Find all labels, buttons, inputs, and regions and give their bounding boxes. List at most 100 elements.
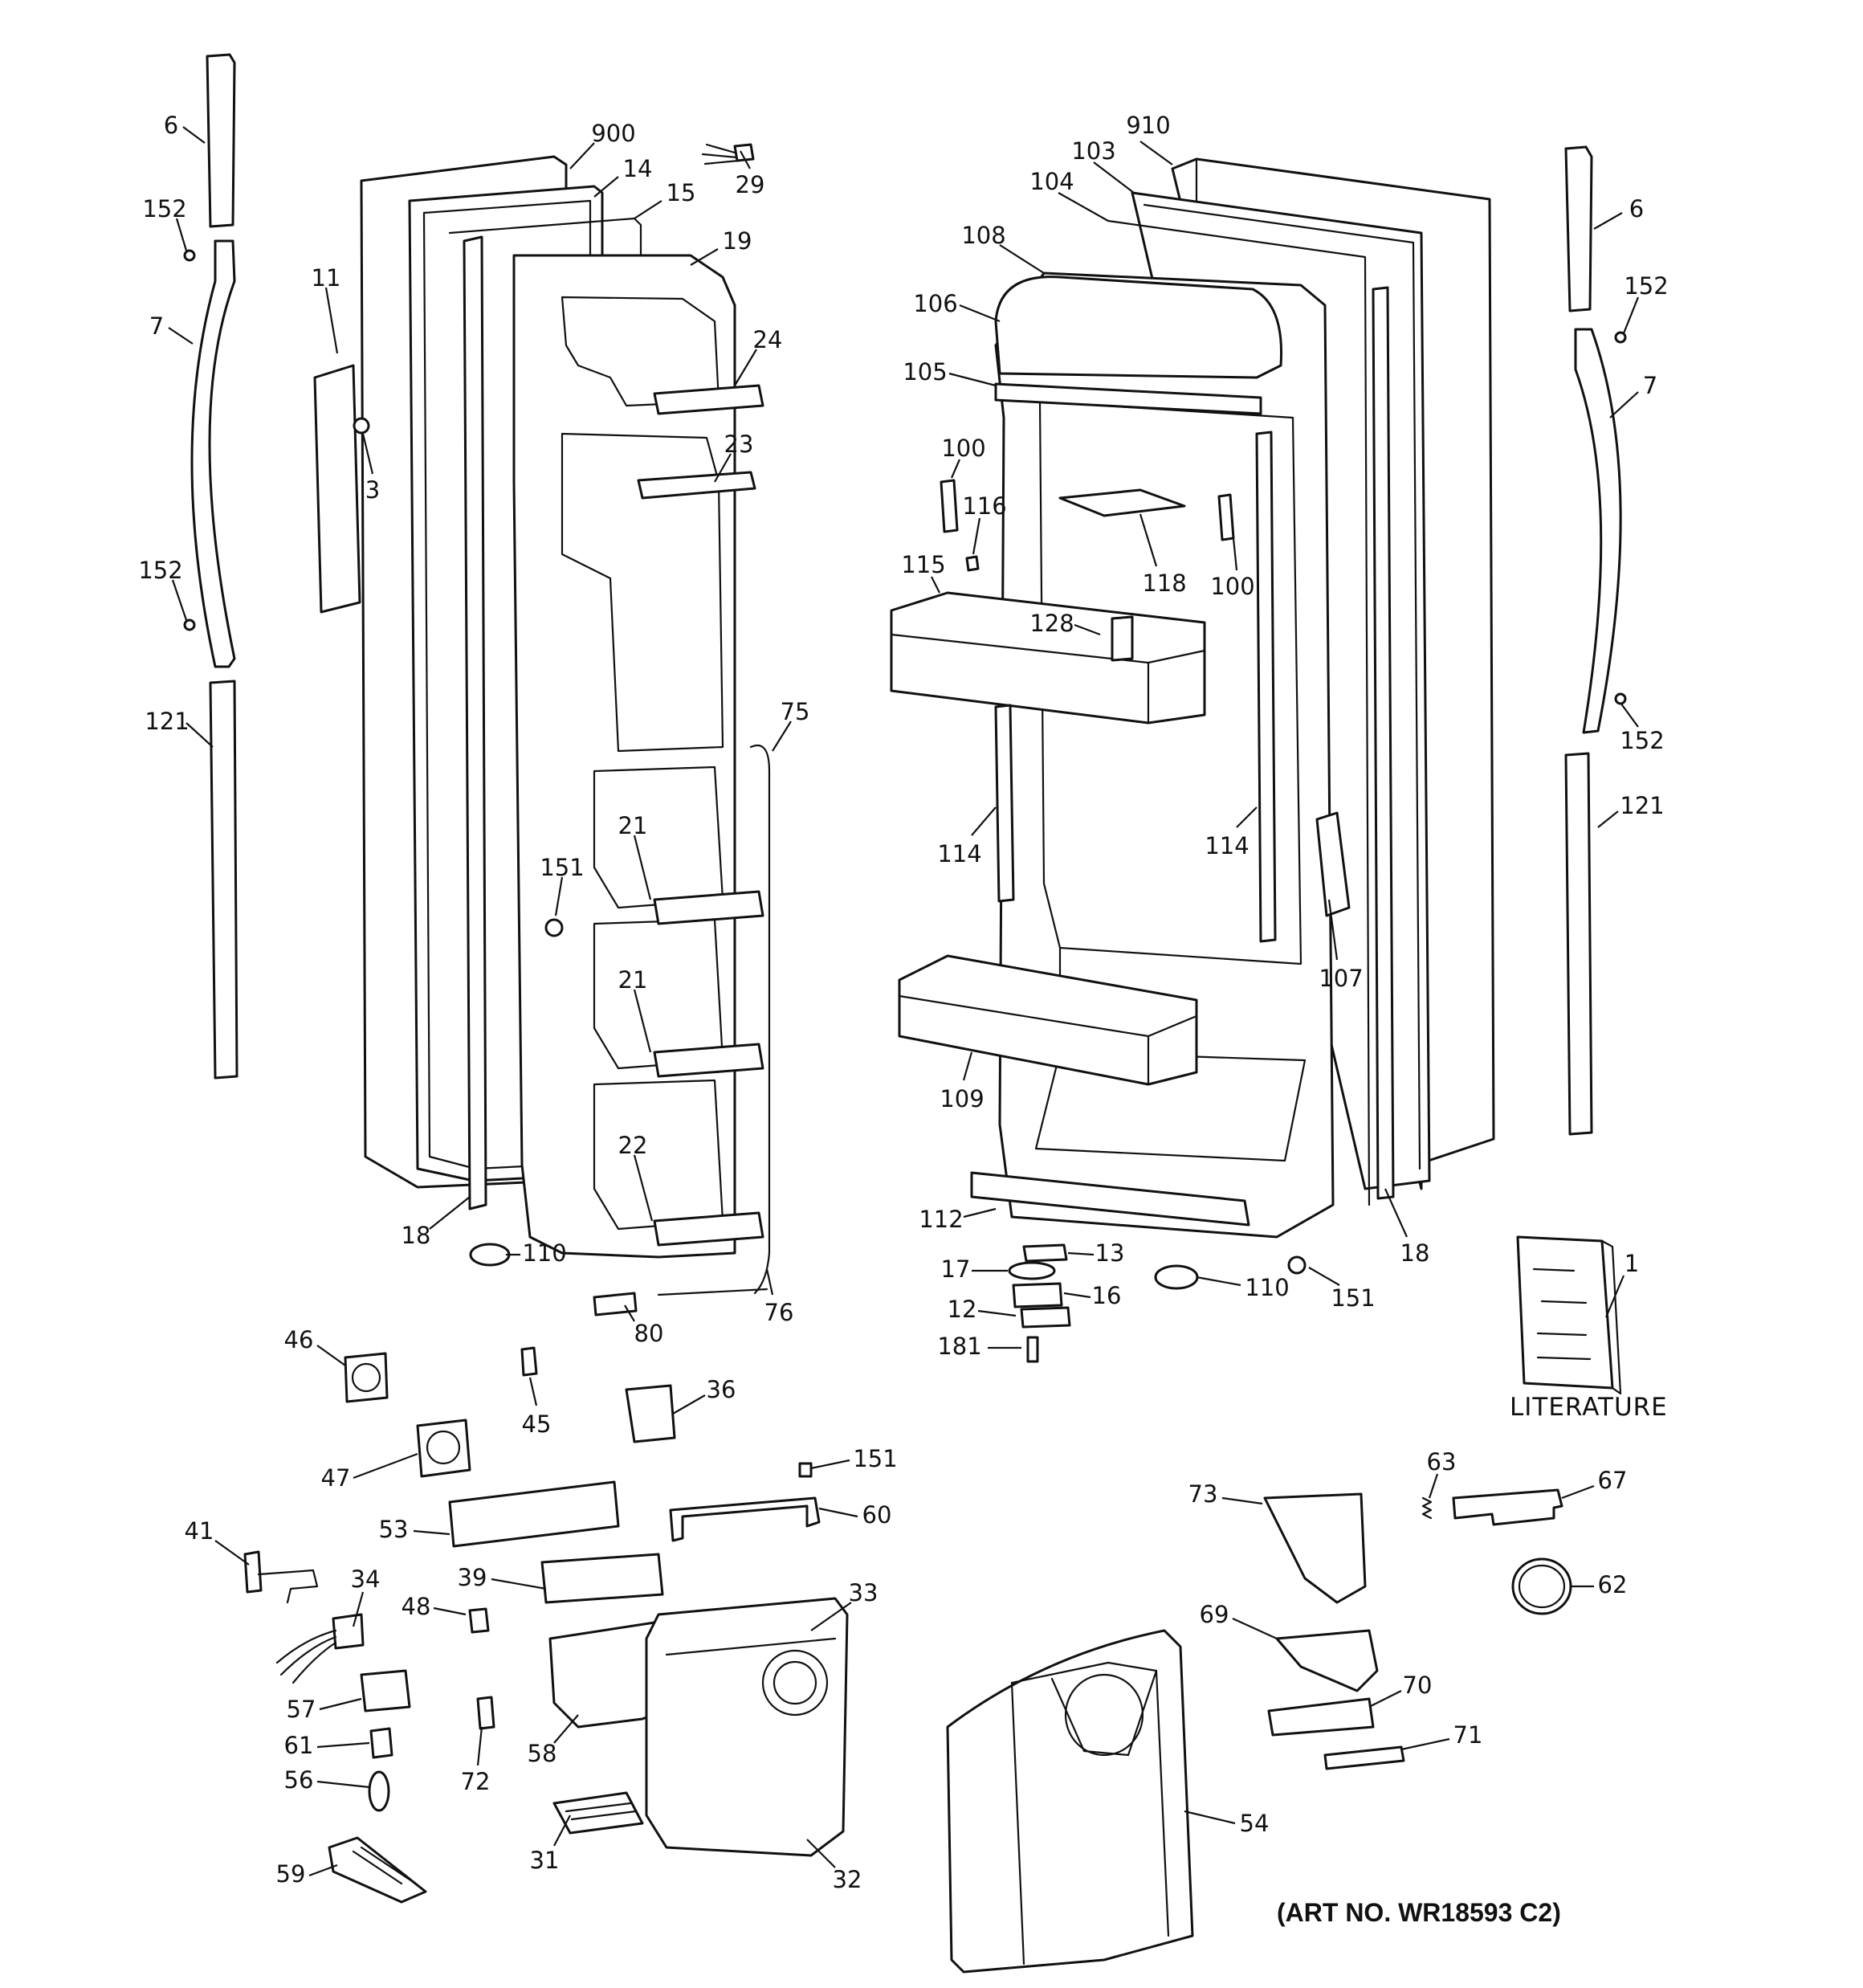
leader-line-c100a [950,459,961,479]
leader-line-c118 [1139,513,1158,567]
leader-line-c7b [1609,391,1639,418]
leader-line-c105 [948,372,997,387]
leader-line-c121b [1597,810,1619,828]
hinge-parts [1008,1243,1307,1363]
callout-number-c69: 69 [1200,1601,1229,1628]
leader-line-c80 [624,1304,635,1322]
right-door-assembly [890,157,1495,1239]
leader-line-c23 [714,453,732,483]
callout-number-c108: 108 [961,222,1005,249]
callout-number-c58: 58 [528,1740,557,1767]
callout-number-c105: 105 [903,358,947,386]
callout-number-c21a: 21 [618,812,648,839]
callout-number-c13: 13 [1095,1239,1125,1267]
leader-line-c15 [634,200,662,219]
leader-line-c152d [1620,702,1639,728]
leader-line-c58 [553,1714,579,1744]
callout-number-c1: 1 [1625,1250,1639,1277]
left-door-assembly [360,155,771,1296]
leader-line-c107 [1327,899,1339,961]
leader-line-c18a [429,1196,471,1230]
callout-number-c21b: 21 [618,966,648,994]
callout-number-c41: 41 [185,1517,214,1545]
leader-line-c151b [1308,1267,1340,1286]
callout-number-c12: 12 [948,1296,977,1323]
callout-number-c109: 109 [940,1085,984,1112]
leader-line-c152b [171,579,188,621]
callout-number-c61: 61 [284,1732,314,1759]
callout-number-c121a: 121 [145,708,189,735]
leader-line-c71 [1400,1737,1450,1751]
leader-line-c109 [962,1051,973,1081]
callout-number-c100a: 100 [941,435,985,462]
callout-number-c16: 16 [1092,1282,1122,1309]
leader-line-c33 [810,1602,852,1631]
leader-line-c29 [740,150,751,169]
leader-line-c103 [1093,161,1135,194]
callout-number-c114a: 114 [937,840,981,867]
callout-number-c70: 70 [1403,1672,1433,1699]
leader-line-c57 [319,1697,362,1711]
cap-110 [469,1243,511,1267]
callout-number-c128: 128 [1029,610,1074,637]
leader-line-c19 [690,248,719,266]
callout-number-c53: 53 [379,1516,409,1543]
leader-line-c152c [1622,296,1640,334]
callout-number-c116: 116 [962,492,1006,520]
callout-number-c900: 900 [591,120,635,147]
callout-number-c22: 22 [618,1132,648,1159]
leader-line-c32 [806,1839,836,1868]
leader-line-c63 [1428,1473,1439,1499]
callout-number-c63: 63 [1427,1448,1457,1476]
callout-number-c34: 34 [351,1565,381,1593]
callout-number-c17: 17 [941,1255,971,1283]
callout-number-c910: 910 [1126,112,1170,139]
leader-line-c16 [1063,1292,1091,1299]
leader-line-c22 [633,1154,654,1222]
callout-number-c47: 47 [321,1464,351,1492]
callout-number-c23: 23 [724,431,754,458]
leader-line-c56 [316,1780,370,1789]
leader-line-c900 [569,142,595,169]
callout-number-c100b: 100 [1210,573,1254,600]
leader-line-c151c [810,1459,850,1470]
callout-number-c59: 59 [276,1860,306,1888]
callout-number-c18b: 18 [1400,1239,1430,1267]
leader-line-c59 [308,1863,338,1877]
screw-151 [544,918,564,937]
callout-number-c72: 72 [461,1768,491,1795]
callout-number-c60: 60 [862,1501,892,1529]
callout-number-c62: 62 [1598,1571,1628,1598]
leader-line-c18b [1384,1188,1408,1238]
leader-line-c114a [971,806,997,836]
callout-number-c103: 103 [1071,137,1115,165]
callout-number-c151c: 151 [853,1445,897,1472]
callout-number-c57: 57 [287,1696,316,1723]
leader-line-c21a [633,835,652,900]
callout-number-c110a: 110 [522,1239,566,1267]
callout-number-c7b: 7 [1643,372,1657,399]
leader-line-c34 [352,1591,365,1627]
callout-leaders [168,126,1640,1877]
leader-line-c13 [1067,1251,1095,1256]
callout-number-c18a: 18 [402,1222,431,1249]
leader-line-c100b [1231,529,1238,571]
callout-number-c104: 104 [1029,168,1074,195]
callout-number-c6b: 6 [1629,195,1644,222]
callout-number-c19: 19 [723,227,752,255]
callout-number-c112: 112 [919,1206,963,1233]
leader-line-c36 [672,1394,706,1414]
leader-line-c39 [491,1578,547,1590]
leader-line-c112 [963,1207,997,1219]
ice-chute-parts [946,1488,1572,1974]
leader-line-c114b [1236,806,1258,828]
leader-line-c21b [633,989,652,1053]
leader-line-c152a [175,218,188,251]
callout-number-c152c: 152 [1624,272,1668,300]
leader-line-c115 [931,576,940,594]
callout-number-c45: 45 [522,1410,552,1438]
callout-number-c56: 56 [284,1766,314,1794]
callout-number-c11: 11 [312,264,341,292]
leader-line-c70 [1368,1690,1402,1708]
